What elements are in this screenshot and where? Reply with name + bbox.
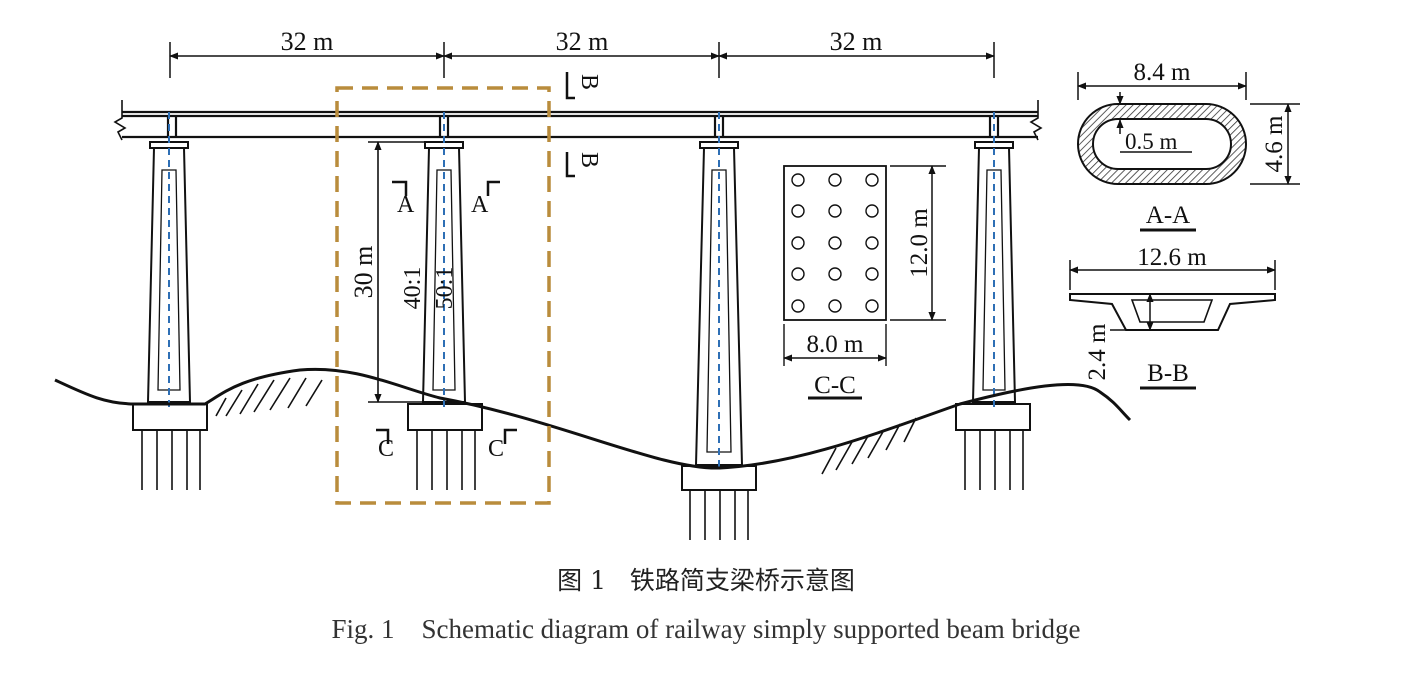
pier-4 (955, 141, 1031, 490)
pier-height-label: 30 m (349, 246, 378, 299)
section-mark-c-left: C (378, 436, 394, 462)
section-bb-drawing (1069, 260, 1276, 390)
section-aa-drawing (1077, 72, 1300, 232)
section-mark-c-right: C (488, 436, 504, 462)
section-mark-b-top: B (576, 74, 602, 90)
ground-line (54, 367, 1132, 470)
bridge-deck (113, 100, 1043, 141)
section-aa-wall: 0.5 m (1125, 129, 1178, 154)
section-cc-title: C-C (814, 372, 856, 399)
section-bb-title: B-B (1147, 360, 1189, 387)
section-mark-b-bottom: B (576, 152, 602, 168)
span-dimensions: 32 m 32 m 32 m (169, 27, 995, 78)
bridge-schematic: 32 m 32 m 32 m (54, 27, 1300, 540)
section-aa-height: 4.6 m (1261, 115, 1288, 173)
detail-highlight-box (335, 86, 551, 505)
figure-caption-chinese: 图 1 铁路简支梁桥示意图 (557, 566, 855, 595)
section-bb-height: 2.4 m (1084, 323, 1111, 381)
span-2-label: 32 m (556, 27, 609, 56)
figure-caption-english: Fig. 1 Schematic diagram of railway simp… (331, 614, 1081, 644)
pier-height-dimension (368, 141, 424, 403)
section-cc-height: 12.0 m (906, 208, 933, 278)
section-cc-width: 8.0 m (807, 331, 865, 358)
section-mark-a-right: A (471, 192, 489, 218)
slope-outer-label: 40:1 (400, 267, 426, 310)
span-1-label: 32 m (281, 27, 334, 56)
span-3-label: 32 m (830, 27, 883, 56)
pier-1 (132, 141, 208, 490)
section-bb-width: 12.6 m (1137, 244, 1207, 271)
section-aa-width: 8.4 m (1134, 59, 1192, 86)
section-cc-drawing (783, 165, 946, 400)
pier-axes (168, 112, 995, 470)
section-marks (376, 72, 575, 444)
section-aa-title: A-A (1146, 202, 1190, 229)
section-mark-a-left: A (397, 192, 415, 218)
slope-inner-label: 50:1 (432, 267, 458, 310)
ground-hatching (215, 377, 917, 475)
